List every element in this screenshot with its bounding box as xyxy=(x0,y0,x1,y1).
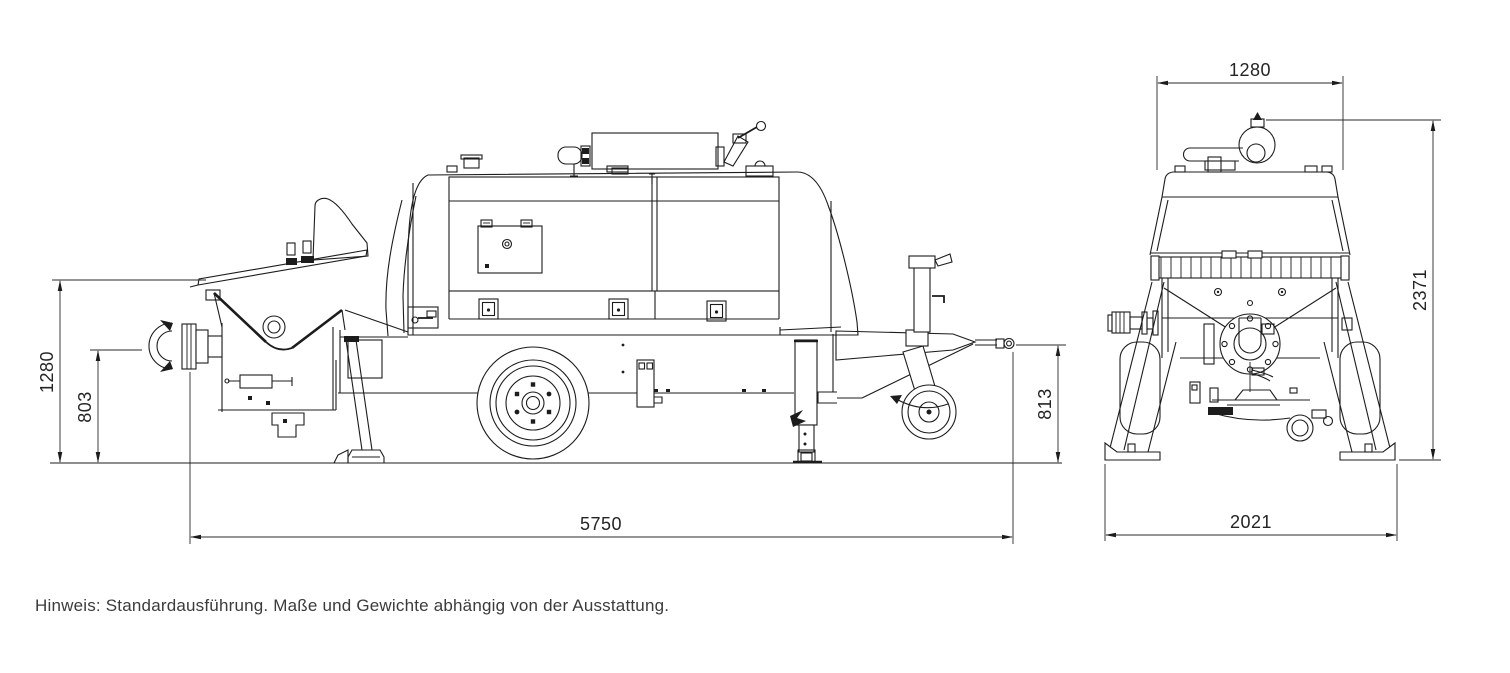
dim-label-rear-top-width: 1280 xyxy=(1229,60,1271,80)
footnote-text: Hinweis: Standardausführung. Maße und Ge… xyxy=(35,596,669,615)
dim-rear-overall-height: 2371 xyxy=(1266,119,1441,461)
pump-housing xyxy=(218,323,408,412)
front-socket-box xyxy=(407,306,439,329)
rear-body xyxy=(1161,278,1353,365)
discharge-outlet xyxy=(148,320,223,372)
lever-handle xyxy=(737,126,758,139)
electrical-box xyxy=(636,359,663,408)
exhaust-duct xyxy=(723,135,749,167)
wheel xyxy=(476,346,590,460)
rear-undercarriage xyxy=(1189,362,1334,442)
outlet-pipe xyxy=(207,335,223,358)
towing-eye xyxy=(1003,337,1015,350)
hopper-rim xyxy=(213,292,343,350)
dim-label-outlet-height: 803 xyxy=(75,391,95,423)
dim-support-width: 2021 xyxy=(1104,464,1398,541)
rear-tire-right xyxy=(1339,341,1381,435)
engine-door-frame xyxy=(448,176,780,292)
dimensions: 1280 803 5750 813 1280 xyxy=(37,60,1441,544)
dim-label-support-width: 2021 xyxy=(1230,512,1272,532)
hydraulic-cylinder xyxy=(224,374,293,405)
towbar xyxy=(835,330,1015,361)
discharge-flange xyxy=(1219,313,1281,375)
dim-label-overall-length: 5750 xyxy=(580,514,622,534)
agitator-bearing xyxy=(262,315,286,339)
rear-support-legs xyxy=(1104,281,1396,461)
dim-towing-eye-height: 813 xyxy=(1016,344,1066,463)
wheel-hub xyxy=(521,391,545,415)
clamp-lever xyxy=(790,410,806,427)
hopper-flap xyxy=(312,197,369,261)
dim-label-side-overall-height: 1280 xyxy=(37,351,57,393)
access-panel xyxy=(477,219,543,274)
rear-outlet-coupling xyxy=(1107,310,1159,336)
dim-overall-length: 5750 xyxy=(189,352,1014,544)
dim-label-towing-eye-height: 813 xyxy=(1035,388,1055,420)
walkway-grate xyxy=(1150,250,1350,281)
jockey-post xyxy=(913,261,931,333)
door-latch xyxy=(706,300,727,322)
hopper-grill xyxy=(189,249,368,288)
front-support-leg xyxy=(333,336,385,464)
dim-outlet-height: 803 xyxy=(75,349,142,463)
outlet-flange xyxy=(181,323,197,370)
side-view-drawing xyxy=(50,120,1062,464)
rear-view-drawing xyxy=(1104,112,1396,461)
chassis xyxy=(338,343,974,404)
rear-tire-left xyxy=(1119,341,1161,435)
filler-cap xyxy=(463,157,480,169)
exhaust-outlet xyxy=(557,146,583,165)
foot-pad-left xyxy=(1104,441,1161,461)
hopper-assembly xyxy=(189,195,417,438)
rear-canopy xyxy=(1149,171,1351,256)
dim-rear-top-width: 1280 xyxy=(1156,60,1344,170)
air-filter xyxy=(1182,112,1276,173)
dim-side-overall-height: 1280 xyxy=(37,279,206,463)
roof-equipment xyxy=(446,120,774,184)
muffler xyxy=(591,132,719,170)
door-latch xyxy=(478,298,499,320)
crank-handle xyxy=(934,253,953,267)
jockey-wheel-assembly xyxy=(890,253,957,440)
door-latch xyxy=(608,298,629,320)
rear-support-leg xyxy=(790,339,822,464)
dim-label-rear-overall-height: 2371 xyxy=(1410,269,1430,311)
tire xyxy=(476,346,590,460)
foot-pad-right xyxy=(1339,441,1396,461)
canopy xyxy=(407,171,859,392)
